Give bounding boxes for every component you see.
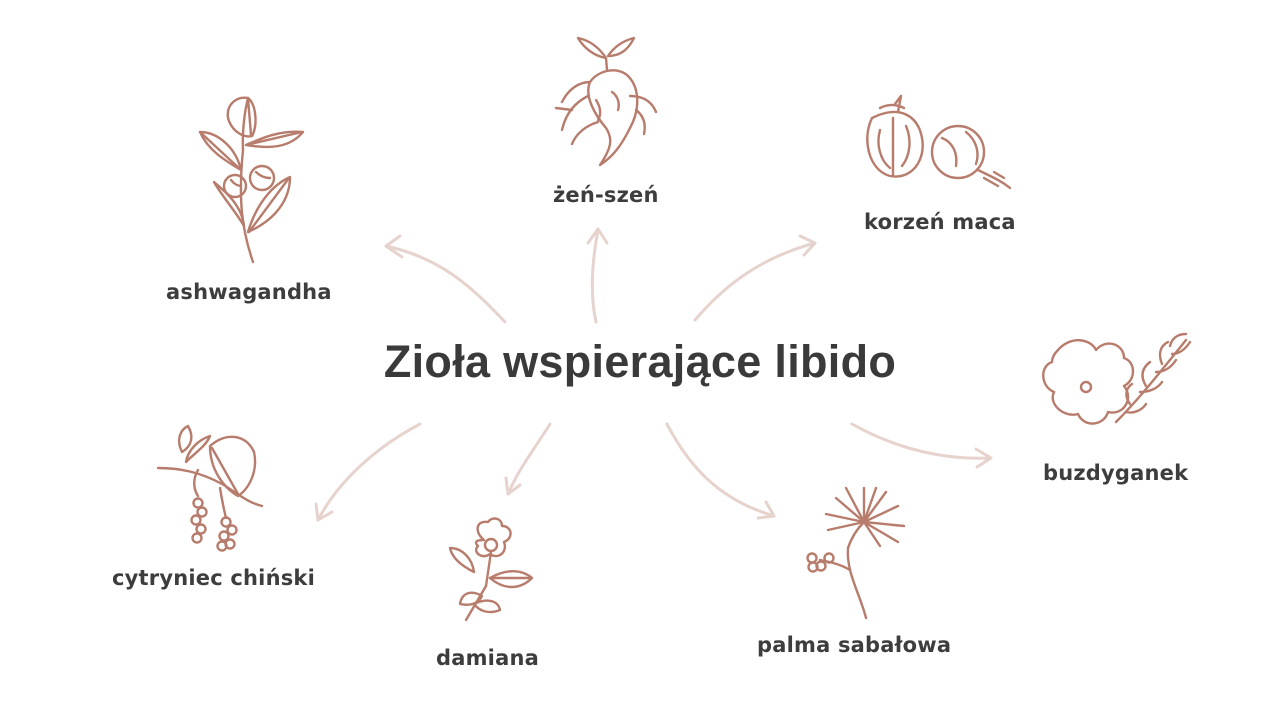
ashwagandha-icon	[198, 96, 305, 264]
ginseng-root-icon	[554, 36, 658, 167]
arrow-cytryniec	[314, 422, 422, 522]
schisandra-icon	[156, 424, 264, 552]
arrow-palma	[665, 422, 776, 520]
tribulus-icon	[1042, 332, 1192, 425]
label-ashwagandha: ashwagandha	[166, 280, 332, 304]
saw-palmetto-icon	[806, 486, 906, 620]
label-cytryniec: cytryniec chiński	[112, 566, 315, 590]
arrows	[314, 227, 993, 522]
label-damiana: damiana	[436, 646, 539, 670]
arrow-buzdyganek	[850, 422, 993, 469]
label-buzdyganek: buzdyganek	[1043, 461, 1189, 485]
maca-root-icon	[866, 94, 1012, 190]
label-palma: palma sabałowa	[757, 633, 952, 657]
arrow-maca	[693, 234, 817, 322]
arrow-ashwagandha	[384, 234, 507, 324]
arrow-zen-szen	[586, 227, 609, 324]
diagram-title: Zioła wspierające libido	[383, 336, 897, 387]
label-zen-szen: żeń-szeń	[553, 183, 659, 207]
arrow-damiana	[504, 422, 552, 496]
label-maca: korzeń maca	[864, 210, 1016, 234]
damiana-flower-icon	[448, 517, 534, 622]
